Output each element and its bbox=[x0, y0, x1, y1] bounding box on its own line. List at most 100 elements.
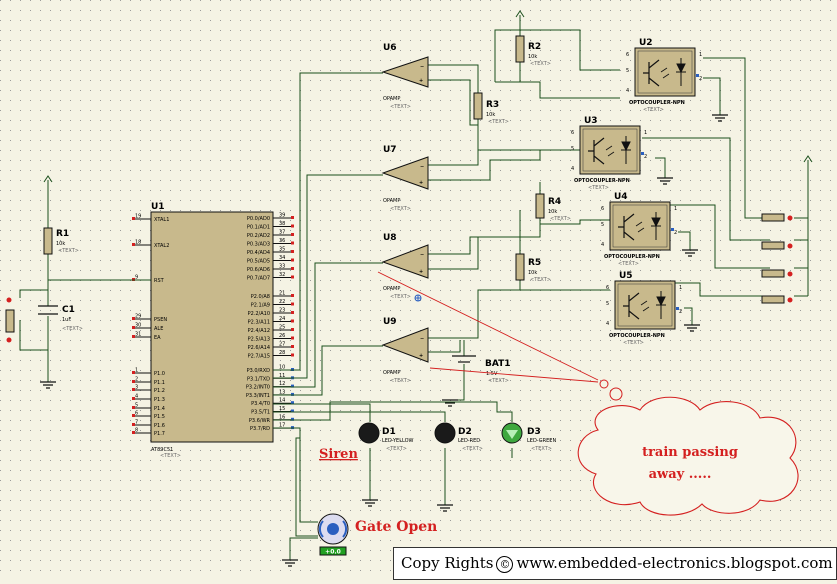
r5-ref: R5 bbox=[528, 258, 541, 268]
mcu-pin-state bbox=[132, 335, 135, 338]
mcu-pin-state bbox=[291, 401, 294, 405]
d3-part: LED-GREEN bbox=[527, 438, 556, 444]
mcu-u1[interactable]: U1 AT89C51 <TEXT> 19XTAL118XTAL29RST29PS… bbox=[132, 202, 294, 459]
u8-text: <TEXT> bbox=[390, 294, 411, 300]
led-d2[interactable]: D2 LED-RED <TEXT> bbox=[434, 422, 483, 452]
led-emitter-icon bbox=[651, 212, 661, 240]
mcu-pin-name: P3.4/T0 bbox=[251, 401, 270, 407]
opto-pin-number: 1 bbox=[644, 130, 647, 136]
mcu-pin-number: 7 bbox=[135, 420, 138, 426]
d3-ref: D3 bbox=[527, 427, 541, 437]
mcu-pin-name: P2.2/A10 bbox=[248, 311, 270, 317]
resistor-r4[interactable]: R4 10k <TEXT> bbox=[535, 193, 571, 222]
copyright-banner: Copy Rights©www.embedded-electronics.blo… bbox=[393, 547, 837, 580]
mcu-pin-name: P0.2/AD2 bbox=[247, 233, 270, 239]
r1-value: 10k bbox=[56, 241, 65, 247]
svg-text:−: − bbox=[420, 164, 424, 170]
opamp-u9[interactable]: −+ U9 OPAMP <TEXT> bbox=[381, 317, 429, 384]
opto-pin-number: 1 bbox=[674, 206, 677, 212]
mcu-pin-number: 27 bbox=[279, 342, 285, 348]
opto-pin-number: 4 bbox=[571, 166, 574, 172]
svg-text:−: − bbox=[420, 64, 424, 70]
mcu-pin-number: 17 bbox=[279, 423, 285, 429]
mcu-pin-number: 26 bbox=[279, 333, 285, 339]
opto-pin-number: 2 bbox=[674, 230, 677, 236]
light-arrow-icon bbox=[660, 67, 670, 79]
u8-ref: U8 bbox=[383, 233, 397, 243]
opto-text: <TEXT> bbox=[588, 185, 609, 191]
opto-pin-number: 5 bbox=[601, 222, 604, 228]
resistor-r3[interactable]: R3 10k <TEXT> bbox=[473, 92, 509, 125]
d3-text: <TEXT> bbox=[531, 446, 552, 452]
reset-button[interactable] bbox=[5, 297, 15, 343]
bat1-text: <TEXT> bbox=[488, 378, 509, 384]
mcu-pin-name: P1.1 bbox=[154, 380, 165, 386]
opto-ref: U2 bbox=[639, 38, 653, 48]
annotations: Siren Gate Open train passing away ..... bbox=[319, 271, 799, 535]
gate-motor[interactable]: +0.0 bbox=[317, 513, 349, 556]
led-d3[interactable]: D3 LED-GREEN <TEXT> bbox=[501, 422, 556, 452]
copyright-prefix: Copy Rights bbox=[401, 554, 494, 572]
d1-ref: D1 bbox=[382, 427, 396, 437]
mcu-pin-name: P3.6/WR bbox=[249, 418, 271, 424]
mcu-pin-state bbox=[291, 267, 294, 270]
opto-pin-number: 1 bbox=[699, 52, 702, 58]
r2-value: 10k bbox=[528, 54, 537, 60]
copyright-url: www.embedded-electronics.blogspot.com bbox=[516, 554, 833, 572]
u8-part: OPAMP bbox=[383, 286, 400, 292]
opto-ref: U4 bbox=[614, 192, 628, 202]
mcu-pin-state bbox=[132, 431, 135, 434]
gate-open-label: Gate Open bbox=[355, 519, 437, 535]
mcu-pin-name: EA bbox=[154, 335, 161, 341]
c1-value: 1uF bbox=[62, 317, 71, 323]
battery-bat1[interactable]: BAT1 1.5V <TEXT> bbox=[485, 359, 511, 384]
svg-text:+: + bbox=[419, 78, 423, 84]
opto-pin-state bbox=[671, 228, 674, 231]
opamp-u8[interactable]: −+ U8 OPAMP <TEXT> bbox=[381, 233, 429, 300]
d2-text: <TEXT> bbox=[462, 446, 483, 452]
mcu-pin-state bbox=[291, 241, 294, 245]
opamp-u7[interactable]: −+ U7 OPAMP <TEXT> bbox=[381, 145, 429, 212]
mcu-pin-state bbox=[132, 423, 135, 426]
mcu-pin-number: 11 bbox=[279, 373, 285, 379]
resistor-r5[interactable]: R5 10k <TEXT> bbox=[515, 253, 551, 283]
capacitor-c1[interactable]: C1 1uF <TEXT> bbox=[38, 305, 83, 332]
opto-part: OPTOCOUPLER-NPN bbox=[574, 178, 630, 184]
led-d1[interactable]: D1 LED-YELLOW <TEXT> bbox=[358, 422, 414, 452]
mcu-pin-state bbox=[132, 406, 135, 409]
mcu-pin-state bbox=[132, 243, 135, 246]
opto-part: OPTOCOUPLER-NPN bbox=[609, 333, 665, 339]
mcu-pin-state bbox=[291, 311, 294, 314]
r4-text: <TEXT> bbox=[550, 216, 571, 222]
cloud-text-line2: away ..... bbox=[649, 467, 712, 482]
opamp-u6[interactable]: −+ U6 OPAMP <TEXT> bbox=[381, 43, 429, 110]
mcu-pin-name: P3.3/INT1 bbox=[246, 393, 270, 399]
mcu-pin-state bbox=[291, 336, 294, 340]
mcu-pin-number: 8 bbox=[135, 428, 138, 434]
mcu-pin-number: 37 bbox=[279, 230, 285, 236]
light-arrow-icon bbox=[640, 300, 650, 312]
mcu-pin-name: RST bbox=[154, 278, 165, 284]
mcu-pin-state bbox=[291, 250, 294, 253]
resistor-r1[interactable]: R1 10k <TEXT> bbox=[43, 227, 79, 255]
mcu-pin-state bbox=[291, 258, 294, 262]
mcu-pin-state bbox=[132, 414, 135, 417]
opto-pin-number: 6 bbox=[626, 52, 629, 58]
mcu-pin-name: P0.1/AD1 bbox=[247, 225, 270, 231]
r2-ref: R2 bbox=[528, 42, 541, 52]
mcu-pin-name: P1.4 bbox=[154, 406, 165, 412]
mcu-pin-state bbox=[291, 294, 294, 297]
switch-bank[interactable] bbox=[761, 213, 793, 304]
resistor-r2[interactable]: R2 10k <TEXT> bbox=[515, 35, 551, 67]
c1-ref: C1 bbox=[62, 305, 75, 315]
led-emitter-icon bbox=[676, 58, 686, 86]
opto-text: <TEXT> bbox=[623, 340, 644, 346]
phototransistor-icon bbox=[623, 292, 640, 320]
mcu-pin-state bbox=[291, 417, 294, 421]
mcu-pin-number: 4 bbox=[135, 394, 138, 400]
